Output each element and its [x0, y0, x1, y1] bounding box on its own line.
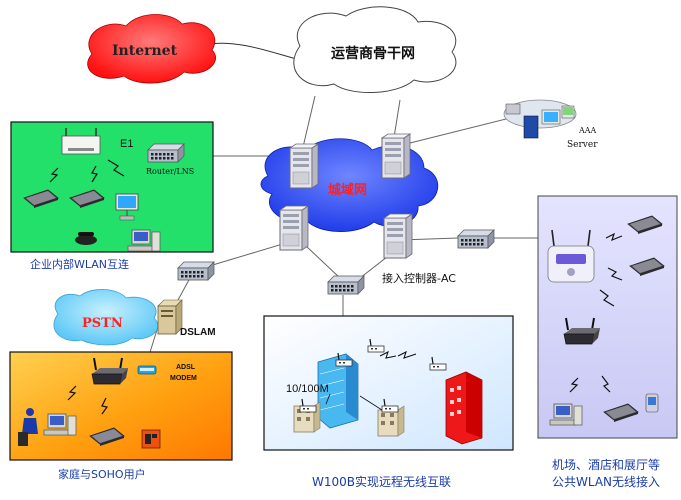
adsl-modem-icon — [137, 365, 157, 375]
enterprise-panel — [10, 121, 214, 253]
home-device-icon — [141, 429, 161, 449]
modem-label: MODEM — [170, 375, 197, 382]
core-router-icon — [381, 133, 411, 179]
dslam-icon — [157, 299, 183, 335]
wireless-signal-icon — [67, 385, 109, 415]
home-caption: 家庭与SOHO用户 — [58, 467, 146, 481]
telephone-icon — [75, 232, 97, 245]
edge-switch-icon — [327, 275, 365, 295]
enterprise-workstation-icon — [115, 193, 139, 221]
wireless-signal-icon — [569, 232, 623, 393]
pstn-label: PSTN — [82, 316, 123, 331]
wireless-signal-icon — [49, 159, 125, 183]
home-pc-icon — [43, 413, 77, 436]
public-ap-icon — [547, 229, 595, 283]
enterprise-caption: 企业内部WLAN互连 — [30, 257, 129, 271]
server-label: Server — [567, 140, 598, 150]
backbone-label: 运营商骨干网 — [331, 45, 415, 62]
remote-caption: W100B实现远程无线互联 — [312, 474, 451, 489]
office-tower-icon — [317, 353, 359, 429]
core-router-icon — [289, 143, 319, 189]
pda-icon — [645, 393, 659, 413]
router-lns-label: Router/LNS — [146, 167, 194, 176]
public-caption-line2: 公共WLAN无线接入 — [552, 474, 660, 489]
aaa-server-icon — [503, 99, 577, 139]
ac-label: 接入控制器-AC — [382, 271, 456, 285]
edge-switch-icon — [457, 229, 495, 249]
access-controller-icon — [383, 213, 413, 259]
backbone-cloud — [293, 6, 457, 93]
router-lns-icon — [147, 143, 185, 163]
public-caption-line1: 机场、酒店和展厅等 — [552, 458, 660, 472]
enterprise-pc-icon — [127, 229, 161, 252]
speed-label: 10/100M — [286, 383, 329, 395]
adsl-label: ADSL — [176, 364, 196, 371]
internet-label: Internet — [112, 43, 178, 59]
edge-switch-icon — [177, 261, 215, 281]
aaa-label: AAA — [578, 126, 597, 135]
remote-links — [325, 350, 417, 411]
enterprise-ap-icon — [61, 128, 101, 155]
e1-label: E1 — [120, 138, 133, 150]
metro-label: 城域网 — [328, 182, 367, 198]
dslam-label: DSLAM — [180, 327, 216, 338]
internet-cloud — [87, 14, 216, 84]
public-pc-icon — [549, 403, 583, 426]
home-user-icon — [18, 408, 38, 446]
pstn-cloud — [53, 289, 159, 346]
red-building-icon — [445, 371, 483, 445]
core-router-icon — [279, 205, 309, 251]
